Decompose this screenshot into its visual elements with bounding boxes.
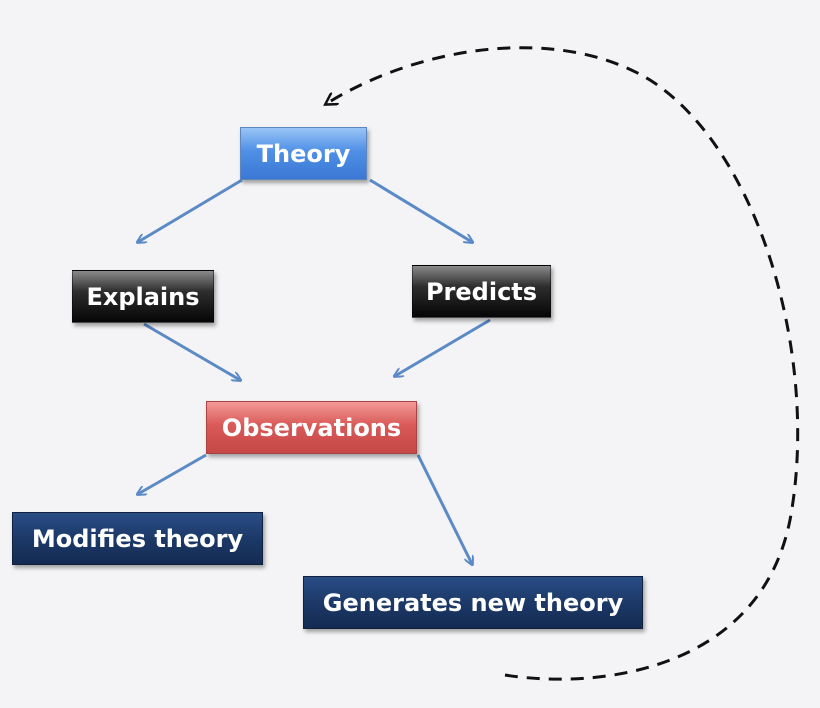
arrow-explains-to-observations: [143, 322, 240, 380]
theory-box: Theory: [240, 127, 367, 180]
arrow-theory-to-explains: [138, 178, 243, 242]
predicts-box: Predicts: [412, 265, 551, 318]
modifies-theory-label: Modifies theory: [31, 524, 244, 553]
predicts-label: Predicts: [425, 277, 538, 306]
arrow-theory-to-predicts: [369, 178, 472, 242]
explains-label: Explains: [86, 282, 200, 311]
explains-box: Explains: [72, 270, 214, 323]
feedback-loop-dashed-arrow: [326, 46, 800, 681]
arrow-observations-to-generates: [416, 454, 472, 564]
generates-new-theory-box: Generates new theory: [303, 576, 643, 629]
generates-new-theory-label: Generates new theory: [322, 588, 624, 617]
arrow-observations-to-modifies: [138, 453, 207, 494]
modifies-theory-box: Modifies theory: [12, 512, 263, 565]
arrow-predicts-to-observations: [395, 318, 491, 376]
theory-label: Theory: [256, 139, 351, 168]
observations-box: Observations: [206, 401, 417, 454]
observations-label: Observations: [221, 413, 402, 442]
